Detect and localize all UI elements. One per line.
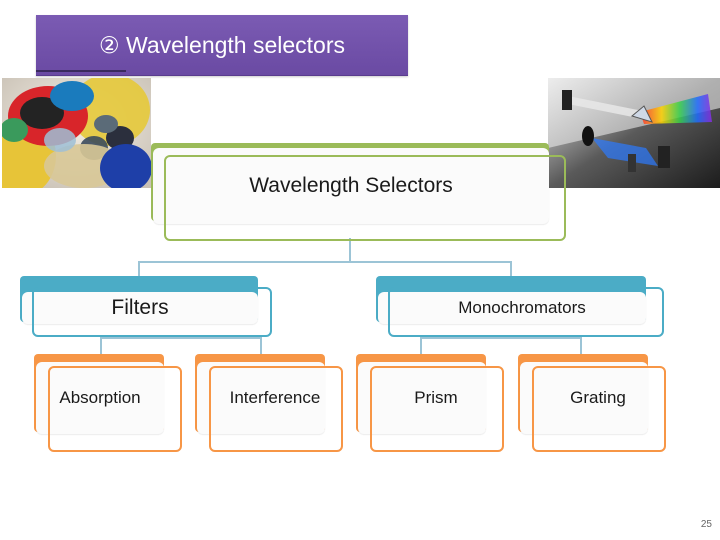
filters-connector-drop (138, 261, 140, 277)
prism-node-outline (370, 366, 504, 452)
filters-node[interactable]: Filters (22, 292, 258, 324)
filters-photo-illustration (2, 78, 151, 188)
prism-node[interactable]: Prism (358, 362, 486, 434)
grating-node[interactable]: Grating (520, 362, 648, 434)
absorption-node-label: Absorption (59, 388, 141, 407)
interference-node-label: Interference (229, 388, 321, 407)
monochromators-connector-drop (510, 261, 512, 277)
filters-children-drop-right (260, 337, 262, 355)
monochromators-node[interactable]: Monochromators (378, 292, 646, 324)
prism-node-label: Prism (414, 388, 458, 407)
grating-node-outline (532, 366, 666, 452)
root-node[interactable]: Wavelength Selectors (153, 148, 549, 224)
interference-node-outline (209, 366, 343, 452)
monochromators-node-outline (388, 287, 664, 337)
monochromators-children-connector (420, 337, 582, 339)
filters-node-outline (32, 287, 272, 337)
filters-children-connector (100, 337, 262, 339)
root-node-label: Wavelength Selectors (249, 174, 453, 197)
monochromators-node-label: Monochromators (458, 298, 586, 317)
title-underline (36, 70, 126, 72)
filters-node-label: Filters (111, 296, 169, 319)
monochromator-photo (548, 78, 720, 188)
monochromators-children-drop-left (420, 337, 422, 355)
root-node-outline (164, 155, 566, 241)
monochromators-children-drop-right (580, 337, 582, 355)
root-connector-horizontal (138, 261, 512, 263)
page-number: 25 (700, 519, 712, 530)
filters-children-drop-left (100, 337, 102, 355)
grating-node-label: Grating (570, 388, 626, 407)
interference-node[interactable]: Interference (197, 362, 325, 434)
absorption-node[interactable]: Absorption (36, 362, 164, 434)
slide-title: ② Wavelength selectors (36, 15, 408, 76)
absorption-node-outline (48, 366, 182, 452)
monochromator-photo-illustration (548, 78, 720, 188)
root-connector-vertical (349, 238, 351, 262)
filters-photo (2, 78, 151, 188)
